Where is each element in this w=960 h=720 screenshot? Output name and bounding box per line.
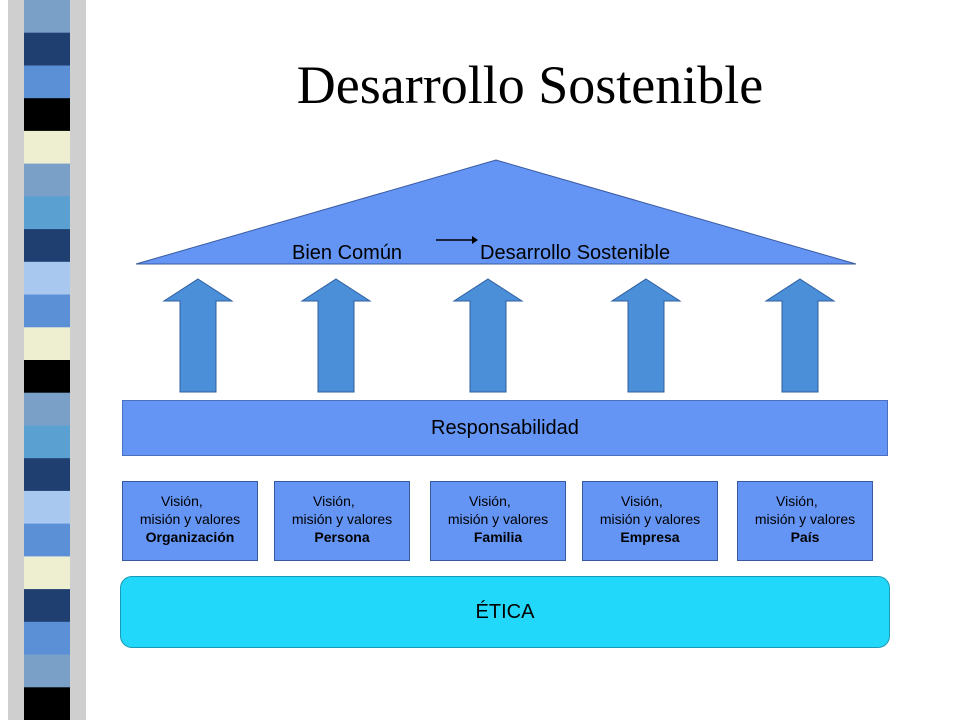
vision-box-line2: misión y valores	[754, 511, 856, 527]
up-arrow-5	[764, 278, 836, 393]
roof-triangle	[135, 159, 857, 265]
up-arrow-4	[610, 278, 682, 393]
stripe-block	[24, 392, 70, 426]
stripe-block	[24, 490, 70, 525]
vision-box-line1: Visión,	[313, 493, 355, 509]
vision-box-line2: misión y valores	[291, 511, 393, 527]
up-arrow-3	[452, 278, 524, 393]
up-arrow-2	[300, 278, 372, 393]
vision-box-line3: País	[790, 529, 820, 545]
stripe-block	[24, 130, 70, 165]
stripe-block	[24, 654, 70, 688]
stripe-block	[24, 65, 70, 99]
vision-box-line1: Visión,	[161, 493, 203, 509]
stripe-block	[24, 327, 70, 361]
vision-box-line2: misión y valores	[599, 511, 701, 527]
vision-box-empresa: Visión, misión y valores Empresa	[582, 481, 718, 561]
stripe-block	[24, 294, 70, 328]
vision-box-persona: Visión, misión y valores Persona	[274, 481, 410, 561]
stripe-block	[24, 261, 70, 295]
vision-box-line1: Visión,	[621, 493, 663, 509]
roof-label-bien-comun: Bien Común	[292, 242, 403, 264]
stripe-block	[24, 229, 70, 263]
stripe-block	[24, 458, 70, 492]
vision-box-line1: Visión,	[776, 493, 818, 509]
decorative-side-stripe	[0, 0, 86, 720]
vision-box-line1: Visión,	[469, 493, 511, 509]
vision-box-organizacion: Visión, misión y valores Organización	[122, 481, 258, 561]
stripe-block	[24, 163, 70, 197]
page-title: Desarrollo Sostenible	[296, 55, 764, 115]
etica-base: ÉTICA	[120, 576, 890, 648]
vision-box-line2: misión y valores	[447, 511, 549, 527]
vision-box-pais: Visión, misión y valores País	[737, 481, 873, 561]
vision-box-line3: Persona	[314, 529, 370, 545]
vision-box-line3: Familia	[473, 529, 523, 545]
stripe-block	[24, 556, 70, 590]
stripe-block	[24, 589, 70, 623]
vision-box-line3: Organización	[145, 529, 235, 545]
stripe-block	[24, 621, 70, 655]
stripe-block	[24, 425, 70, 459]
up-arrow-1	[162, 278, 234, 393]
stripe-block	[24, 523, 70, 557]
stripe-block	[24, 32, 70, 66]
roof-arrow-head	[472, 236, 478, 244]
stripe-block	[24, 98, 70, 132]
stripe-block	[24, 196, 70, 230]
vision-box-line3: Empresa	[620, 529, 680, 545]
stripe-block	[24, 687, 70, 720]
stripe-block	[24, 360, 70, 394]
vision-box-familia: Visión, misión y valores Familia	[430, 481, 566, 561]
stripe-block	[24, 0, 70, 34]
vision-box-line2: misión y valores	[139, 511, 241, 527]
roof-label-desarrollo: Desarrollo Sostenible	[480, 242, 671, 264]
responsabilidad-bar: Responsabilidad	[122, 400, 888, 456]
